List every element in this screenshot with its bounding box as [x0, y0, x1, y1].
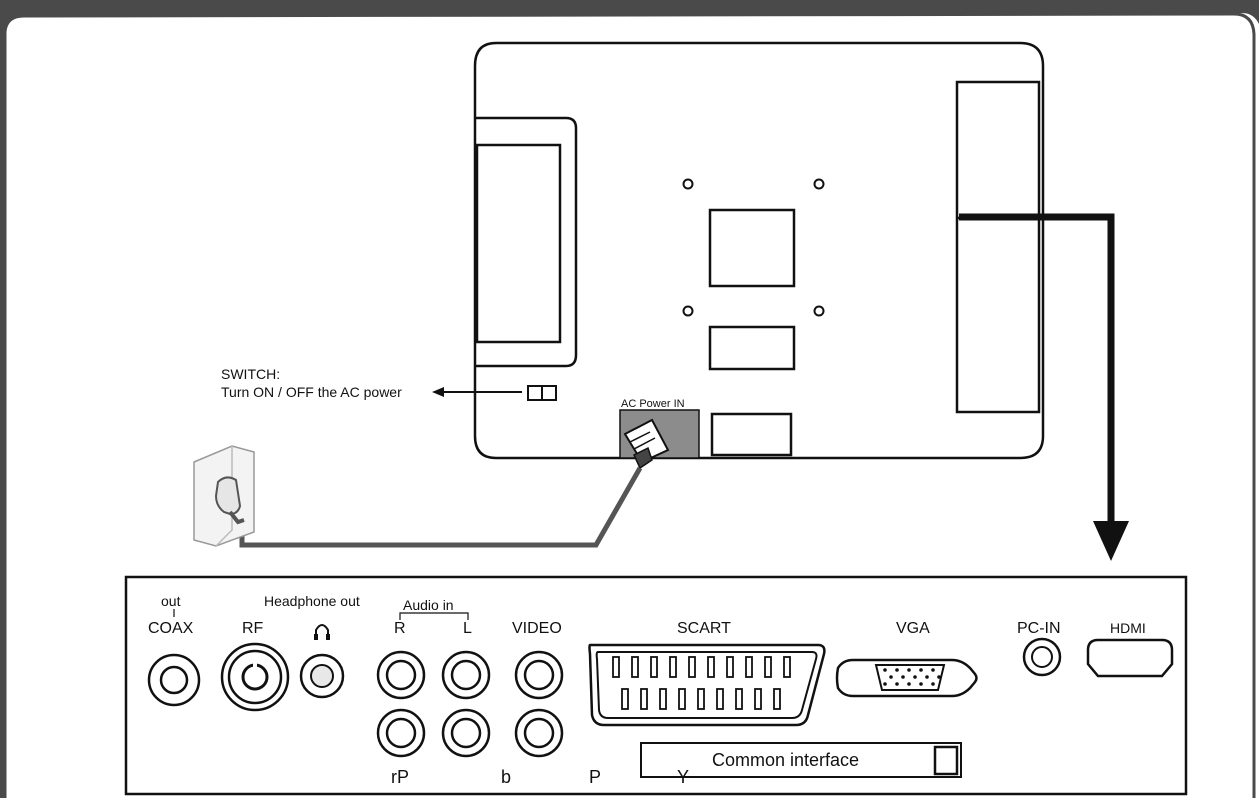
vga-pin [901, 675, 905, 679]
p-label: P [589, 767, 601, 787]
vga-pin [895, 668, 899, 672]
switch-description: Turn ON / OFF the AC power [221, 384, 402, 400]
vga-pin [889, 675, 893, 679]
coax-label: COAX [148, 620, 194, 637]
scart-pin [678, 688, 686, 710]
pr-jack [376, 708, 426, 758]
audio-in-label: Audio in [403, 597, 454, 613]
scart-pin [612, 656, 620, 678]
vga-pin [919, 682, 923, 686]
right-connector-panel [955, 80, 1041, 414]
scart-pin [659, 688, 667, 710]
pb-jack [441, 708, 491, 758]
connector-panel [124, 575, 1188, 796]
frame-outline [3, 12, 1256, 798]
scart-connector [588, 643, 826, 727]
vga-pin [919, 668, 923, 672]
vga-pin [907, 682, 911, 686]
scart-pin [773, 688, 781, 710]
video-jack [514, 650, 564, 700]
rf-jack [220, 642, 290, 712]
vga-connector [835, 658, 978, 698]
vga-pin [931, 668, 935, 672]
vga-label: VGA [896, 620, 930, 637]
y-jack [514, 708, 564, 758]
mount-hole [682, 178, 694, 190]
scart-pin [669, 656, 677, 678]
scart-pin [716, 688, 724, 710]
scart-pins [612, 656, 791, 710]
scart-pin [640, 688, 648, 710]
center-plate [708, 208, 796, 288]
headphone-label: Headphone out [264, 593, 360, 609]
scart-pin [697, 688, 705, 710]
vga-pin [883, 668, 887, 672]
scart-pin [783, 656, 791, 678]
scart-pin [650, 656, 658, 678]
scart-pin [688, 656, 696, 678]
mount-hole [682, 305, 694, 317]
arrow-line [959, 213, 1115, 526]
audio-r-jack [376, 650, 426, 700]
arrow-icon [1093, 521, 1129, 561]
scart-pin [621, 688, 629, 710]
rf-label: RF [242, 620, 264, 637]
power-cable [239, 466, 643, 548]
scart-label: SCART [677, 620, 731, 637]
power-plug-icon [623, 418, 670, 470]
scart-pin [745, 656, 753, 678]
headphone-jack [299, 653, 345, 699]
pc-in-jack [1022, 637, 1062, 677]
coax-jack [147, 653, 201, 707]
hdmi-port [1086, 638, 1174, 678]
vga-pins [883, 668, 941, 686]
tv-back [473, 41, 1045, 460]
mount-hole [813, 305, 825, 317]
center-plate-lower [708, 325, 796, 371]
pb-label: b [501, 767, 511, 787]
arrow-icon [432, 387, 444, 397]
scart-pin [735, 688, 743, 710]
scart-pin [707, 656, 715, 678]
audio-l-label: L [463, 620, 472, 637]
common-interface-slot [640, 742, 962, 778]
left-speaker-grille [475, 143, 562, 344]
vga-pin [907, 668, 911, 672]
scart-pin [764, 656, 772, 678]
coax-top-label: out [161, 593, 181, 609]
ac-power-label: AC Power IN [621, 398, 685, 410]
bottom-box [710, 412, 793, 457]
pc-in-label: PC-IN [1017, 620, 1061, 637]
scart-pin [754, 688, 762, 710]
headphone-icon [315, 624, 329, 639]
common-interface-label: Common interface [712, 750, 859, 770]
pr-label: rP [391, 767, 409, 787]
left-speaker [475, 116, 578, 368]
audio-l-jack [441, 650, 491, 700]
wall-outlet-icon [193, 445, 255, 547]
switch-title: SWITCH: [221, 366, 280, 382]
vga-pin [931, 682, 935, 686]
vga-pin [895, 682, 899, 686]
video-label: VIDEO [512, 620, 562, 637]
hdmi-label: HDMI [1110, 620, 1146, 636]
audio-r-label: R [394, 620, 406, 637]
mount-hole [813, 178, 825, 190]
vga-pin [913, 675, 917, 679]
scart-pin [726, 656, 734, 678]
vga-pin [925, 675, 929, 679]
scart-pin [631, 656, 639, 678]
vga-pin [937, 675, 941, 679]
vga-pin [883, 682, 887, 686]
